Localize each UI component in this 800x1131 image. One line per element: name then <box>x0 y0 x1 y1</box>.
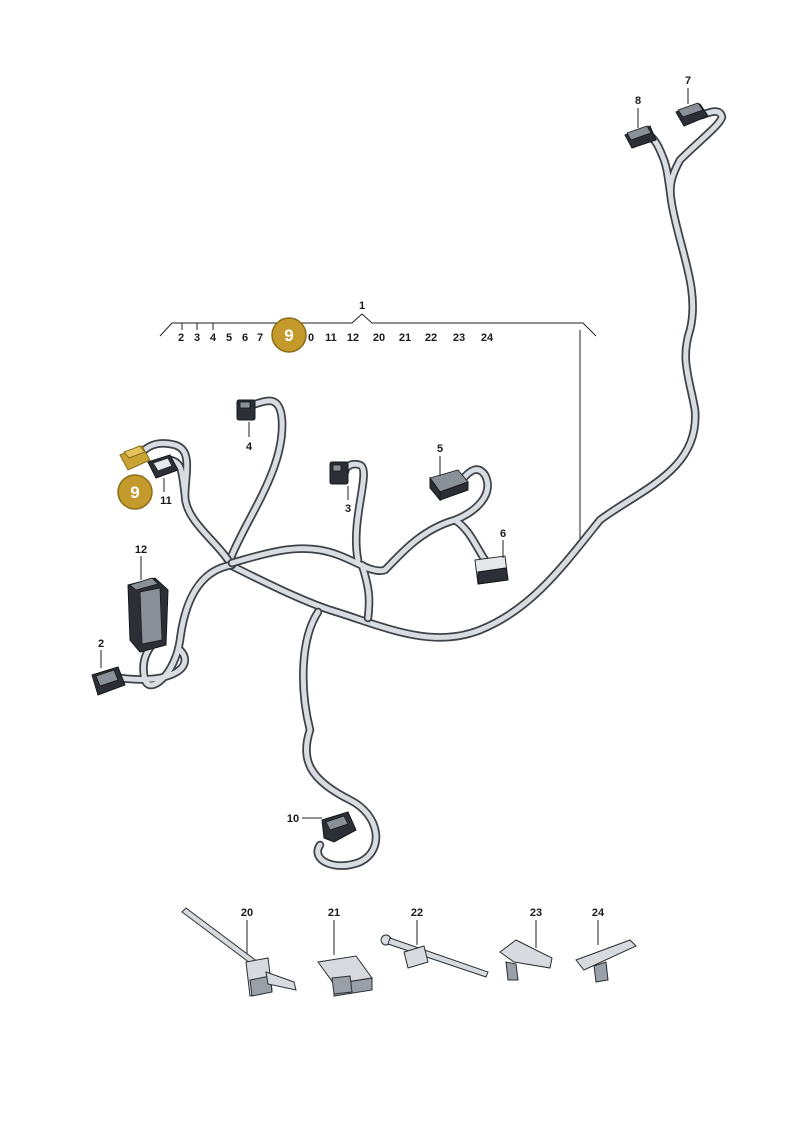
callout-5: 5 <box>437 443 443 455</box>
connector-3[interactable] <box>329 461 349 485</box>
callout-10: 10 <box>287 813 299 825</box>
callout-21: 21 <box>328 907 340 919</box>
part-20-cable-tie[interactable] <box>181 907 297 997</box>
group-item-11: 11 <box>325 332 337 344</box>
connector-6[interactable] <box>474 555 509 585</box>
callout-11: 11 <box>160 495 172 507</box>
assembly-group-bracket <box>159 313 597 545</box>
harness-wires <box>115 107 727 870</box>
connector-11[interactable] <box>147 454 179 479</box>
group-item-5: 5 <box>226 332 232 344</box>
group-item-2: 2 <box>178 332 184 344</box>
highlight-badge-group-number: 9 <box>284 326 293 345</box>
callout-8: 8 <box>635 95 641 107</box>
group-item-22: 22 <box>425 332 437 344</box>
group-item-7: 7 <box>257 332 263 344</box>
highlight-badge-connector[interactable]: 9 <box>117 474 153 510</box>
callout-4: 4 <box>246 441 253 453</box>
callout-12: 12 <box>135 544 147 556</box>
callout-2: 2 <box>98 638 104 650</box>
group-item-24: 24 <box>481 332 494 344</box>
group-item-23: 23 <box>453 332 465 344</box>
leader-lines <box>100 88 689 958</box>
connector-10[interactable] <box>321 811 357 843</box>
group-item-4: 4 <box>210 332 217 344</box>
connector-12[interactable] <box>127 577 169 653</box>
connector-9-highlighted[interactable] <box>119 445 151 471</box>
callout-20: 20 <box>241 907 253 919</box>
part-22-cable-tie[interactable] <box>380 934 489 978</box>
callout-3: 3 <box>345 503 351 515</box>
callout-24: 24 <box>592 907 605 919</box>
callout-22: 22 <box>411 907 423 919</box>
callout-7: 7 <box>685 75 691 87</box>
group-item-3: 3 <box>194 332 200 344</box>
group-item-21: 21 <box>399 332 411 344</box>
group-item-6: 6 <box>242 332 248 344</box>
callout-23: 23 <box>530 907 542 919</box>
connector-7[interactable] <box>675 102 709 127</box>
callout-6: 6 <box>500 528 506 540</box>
group-item-12: 12 <box>347 332 359 344</box>
highlight-badge-group[interactable]: 9 <box>271 317 307 353</box>
part-24-clip[interactable] <box>575 939 637 983</box>
connector-5[interactable] <box>429 469 469 502</box>
connector-2[interactable] <box>91 666 126 696</box>
highlight-badge-connector-number: 9 <box>130 483 139 502</box>
callout-1: 1 <box>359 300 365 312</box>
connector-8[interactable] <box>624 125 657 149</box>
group-item-20: 20 <box>373 332 385 344</box>
group-item-list: 2 3 4 5 6 7 0 11 12 20 21 22 23 24 <box>178 332 494 344</box>
group-item-10: 0 <box>308 332 314 344</box>
connector-4[interactable] <box>236 399 256 421</box>
part-21-clip[interactable] <box>317 955 373 997</box>
part-23-clip[interactable] <box>499 939 553 981</box>
